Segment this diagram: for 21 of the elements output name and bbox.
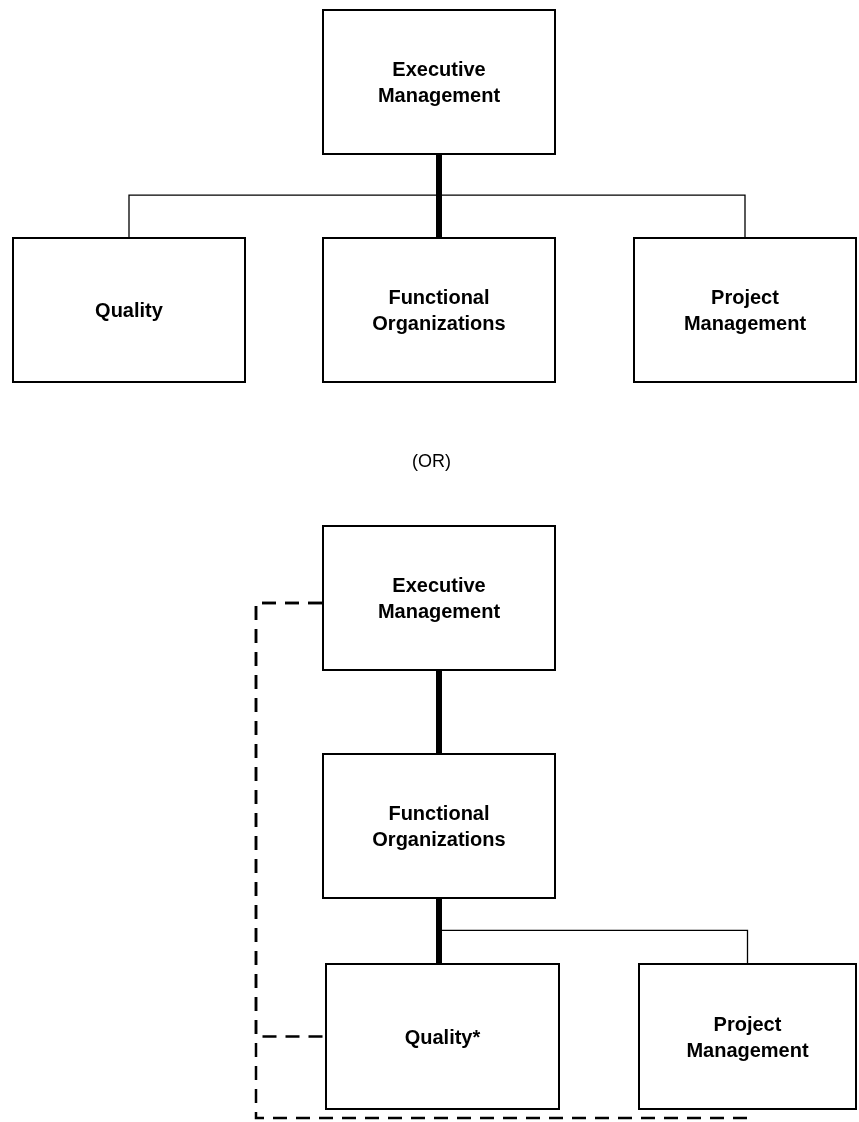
box-label: Executive Management bbox=[376, 57, 502, 108]
connector-line bbox=[436, 899, 442, 963]
box-label: Functional Organizations bbox=[371, 285, 507, 336]
org-box bbox=[12, 237, 246, 383]
box-label: Quality* bbox=[403, 1024, 482, 1050]
connector-line bbox=[436, 671, 442, 753]
org-box bbox=[638, 963, 857, 1110]
alternative-note: (OR) bbox=[412, 451, 451, 472]
org-box bbox=[325, 963, 560, 1110]
org-box bbox=[322, 525, 556, 671]
connector-line bbox=[436, 155, 442, 237]
org-box bbox=[322, 9, 556, 155]
org-box bbox=[322, 753, 556, 899]
box-label: Quality bbox=[94, 298, 164, 323]
box-label: Functional Organizations bbox=[371, 801, 507, 852]
dashed-connector bbox=[254, 601, 749, 1120]
box-label: Project Management bbox=[685, 1011, 810, 1063]
org-box bbox=[633, 237, 857, 383]
org-box bbox=[322, 237, 556, 383]
box-label: Executive Management bbox=[376, 573, 502, 624]
box-label: Project Management bbox=[682, 285, 808, 336]
